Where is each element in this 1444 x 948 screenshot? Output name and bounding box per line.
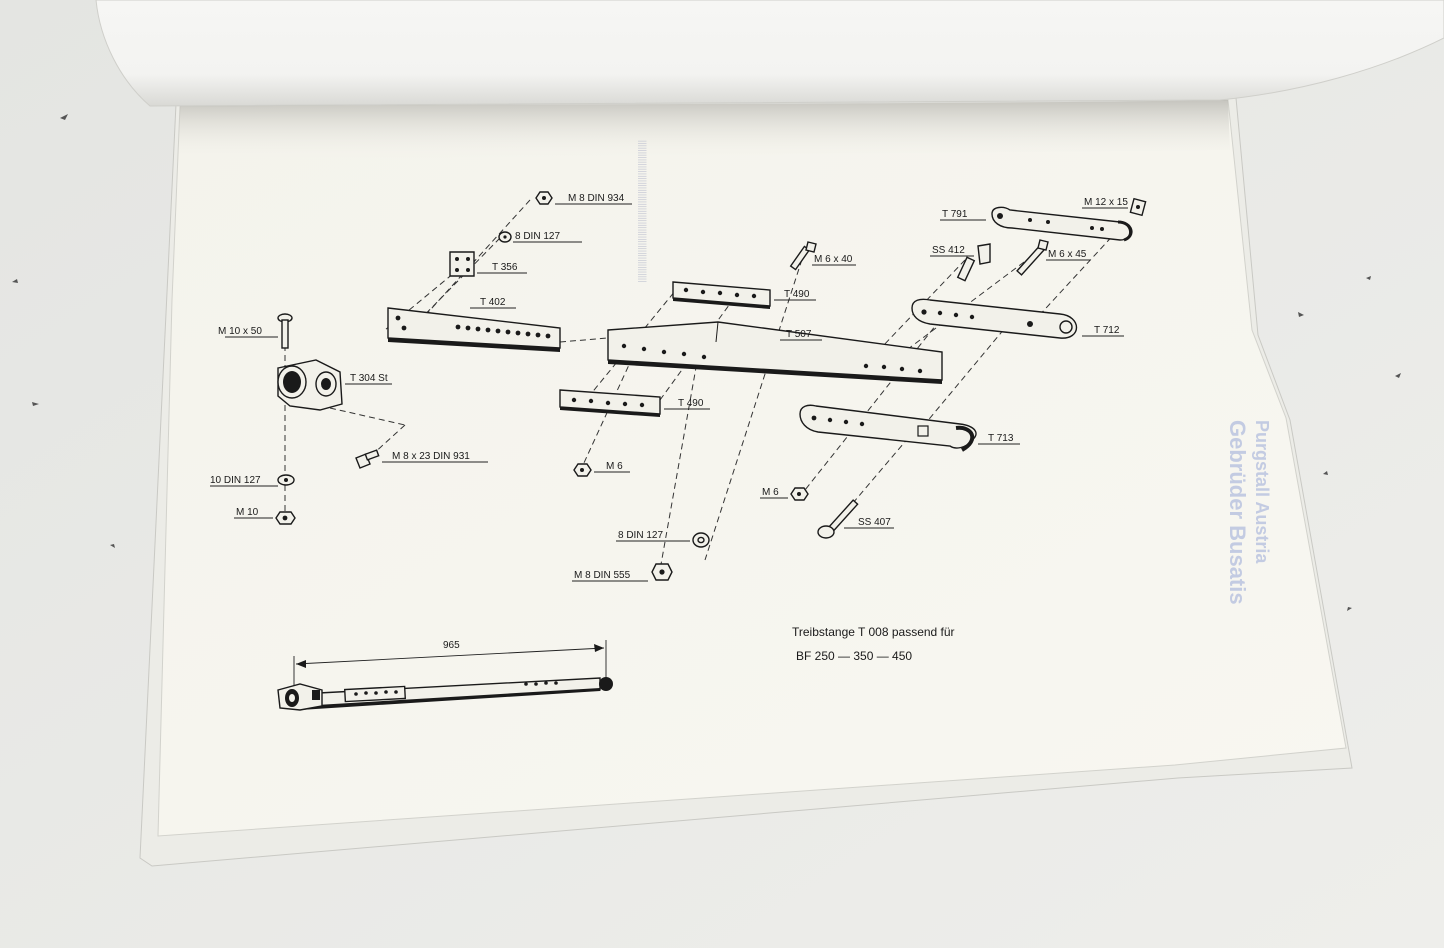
bolt-m10x50: M 10 x 50 [218, 313, 293, 349]
svg-text:Purgstall Austria: Purgstall Austria [1252, 420, 1272, 564]
label-m6-left: M 6 [606, 461, 623, 472]
bolt-ss412: SS 412 [930, 243, 991, 282]
ghost-logo: Gebrüder Busatis Purgstall Austria [1225, 420, 1272, 605]
label-m8-din934: M 8 DIN 934 [568, 193, 625, 204]
label-m8x23-din931: M 8 x 23 DIN 931 [392, 451, 470, 462]
plate-t490-bottom: T 490 [559, 389, 710, 417]
label-ss407: SS 407 [858, 517, 891, 528]
curled-pages [95, 0, 1444, 107]
plate-t490-top: T 490 [672, 281, 816, 309]
label-10-din127: 10 DIN 127 [210, 475, 261, 486]
nut-m10: M 10 [234, 507, 296, 525]
clamp-t304st: T 304 St [277, 359, 392, 411]
caption: Treibstange T 008 passend für BF 250 — 3… [792, 625, 955, 663]
bolt-m6x45: M 6 x 45 [1016, 239, 1090, 276]
arm-t712: T 712 [911, 298, 1124, 339]
bolt-m8x23-din931: M 8 x 23 DIN 931 [355, 449, 488, 469]
bar-t507: T 507 [607, 321, 943, 384]
exploded-parts-diagram: M 8 DIN 934 8 DIN 127 T 356 [210, 191, 1147, 582]
caption-line2: BF 250 — 350 — 450 [796, 649, 912, 663]
bolt-m12x15: M 12 x 15 [1082, 197, 1147, 217]
dimension-965: 965 [443, 640, 460, 651]
show-through-text: ||||||||||||||||||||||||||||||||||||||||… [638, 140, 648, 283]
label-t402: T 402 [480, 297, 506, 308]
washer-10-din127: 10 DIN 127 [210, 474, 295, 487]
washer-8-din127-bottom: 8 DIN 127 [616, 530, 710, 548]
t402-hole-row [455, 324, 551, 339]
label-t713: T 713 [988, 433, 1014, 444]
nut-m8-din555: M 8 DIN 555 [572, 563, 673, 582]
assembled-drive-rod: 965 [277, 640, 613, 711]
label-8-din127-top: 8 DIN 127 [515, 231, 560, 242]
washer-8-din127-top: 8 DIN 127 [498, 231, 582, 243]
lever-t791: T 791 [940, 206, 1133, 242]
label-m8-din555: M 8 DIN 555 [574, 570, 631, 581]
label-t304st: T 304 St [350, 373, 388, 384]
svg-text:||||||||||||||||||||||||||||||: ||||||||||||||||||||||||||||||||||||||||… [638, 140, 648, 283]
label-m10x50: M 10 x 50 [218, 326, 262, 337]
label-m10: M 10 [236, 507, 259, 518]
label-t490-top: T 490 [784, 289, 810, 300]
label-m12x15: M 12 x 15 [1084, 197, 1128, 208]
arm-t713: T 713 [799, 404, 1020, 452]
nut-m6-left: M 6 [573, 461, 630, 477]
nut-m6-right: M 6 [760, 487, 809, 501]
label-t490-bottom: T 490 [678, 398, 704, 409]
bolt-m6x40: M 6 x 40 [789, 241, 856, 271]
label-m6-right: M 6 [762, 487, 779, 498]
label-m6x45: M 6 x 45 [1048, 249, 1087, 260]
table-specks [12, 114, 1401, 611]
plate-t356: T 356 [449, 251, 527, 277]
bolt-ss407: SS 407 [817, 499, 894, 539]
bar-t402: T 402 [387, 297, 561, 352]
booklet-page [157, 99, 1347, 837]
label-m6x40: M 6 x 40 [814, 254, 853, 265]
label-t507: T 507 [786, 329, 812, 340]
nut-m8-din934: M 8 DIN 934 [535, 191, 632, 205]
svg-text:Gebrüder Busatis: Gebrüder Busatis [1225, 420, 1250, 605]
label-t712: T 712 [1094, 325, 1120, 336]
page-top-shadow [178, 100, 1230, 160]
label-t791: T 791 [942, 209, 968, 220]
caption-line1: Treibstange T 008 passend für [792, 625, 955, 639]
label-ss412: SS 412 [932, 245, 965, 256]
label-t356: T 356 [492, 262, 518, 273]
label-8-din127-bottom: 8 DIN 127 [618, 530, 663, 541]
